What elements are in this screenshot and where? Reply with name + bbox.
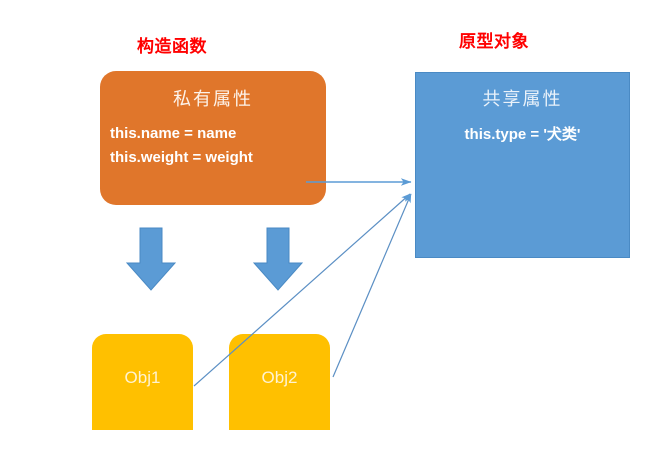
constructor-title-label: 构造函数: [137, 37, 207, 56]
constructor-property-name: this.name = name: [110, 125, 237, 142]
prototype-property-type: this.type = '犬类': [464, 126, 581, 143]
object-box-obj1-label: Obj1: [124, 368, 161, 387]
object-box-obj2-label: Obj2: [261, 368, 298, 387]
constructor-box-heading: 私有属性: [173, 89, 253, 109]
block-arrow-to-obj1: [125, 227, 177, 291]
constructor-box: 私有属性 this.name = name this.weight = weig…: [100, 71, 326, 205]
object-box-obj1: Obj1: [92, 334, 193, 430]
prototype-title-label: 原型对象: [459, 32, 529, 51]
prototype-box-heading: 共享属性: [482, 89, 563, 109]
object-box-obj2: Obj2: [229, 334, 330, 430]
block-arrow-to-obj2: [252, 227, 304, 291]
prototype-box: 共享属性 this.type = '犬类': [415, 72, 630, 258]
constructor-property-weight: this.weight = weight: [110, 149, 253, 166]
connector-obj2-to-prototype: [332, 193, 412, 378]
